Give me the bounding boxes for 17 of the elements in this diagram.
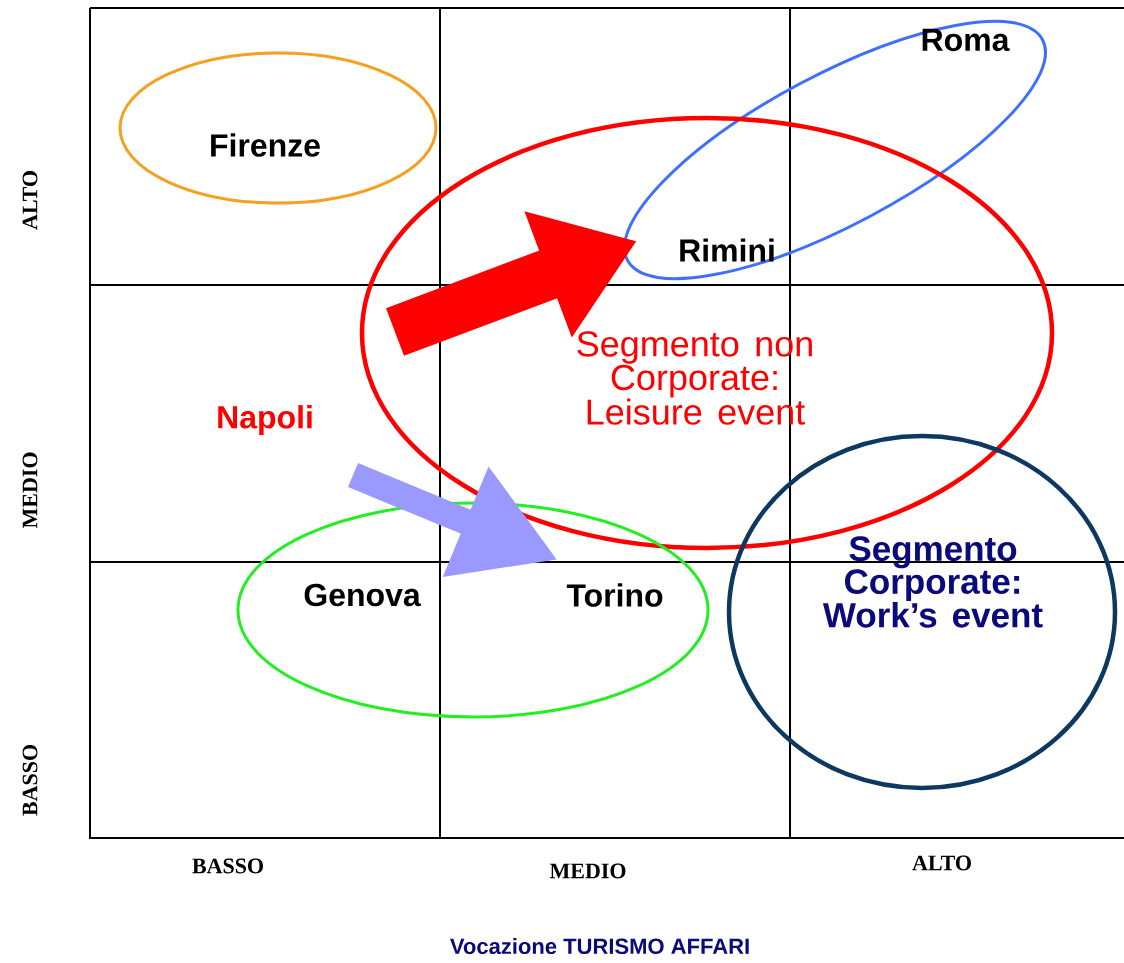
ellipse <box>118 51 438 205</box>
ellipse <box>236 501 710 719</box>
axis-title: Vocazione TURISMO AFFARI <box>450 937 749 955</box>
axis-label: MEDIO <box>22 452 38 529</box>
ellipse-text: Rimini <box>680 238 774 262</box>
ellipse-text: Genova <box>304 583 421 607</box>
ellipse-text: Roma <box>922 28 1010 52</box>
circle <box>726 433 1118 791</box>
axis-label: BASSO <box>192 858 263 874</box>
ellipse-label: Firenze <box>211 133 320 157</box>
city-label: Napoli <box>218 405 312 435</box>
ellipse-label: Segmento Corporate: Work’s event <box>822 536 1043 628</box>
axis-label: BASSO <box>22 745 38 816</box>
axis-label: ALTO <box>912 855 971 871</box>
axis-label: ALTO <box>22 171 38 230</box>
axis-label: MEDIO <box>549 863 626 879</box>
ellipse-text: Torino <box>566 583 663 607</box>
